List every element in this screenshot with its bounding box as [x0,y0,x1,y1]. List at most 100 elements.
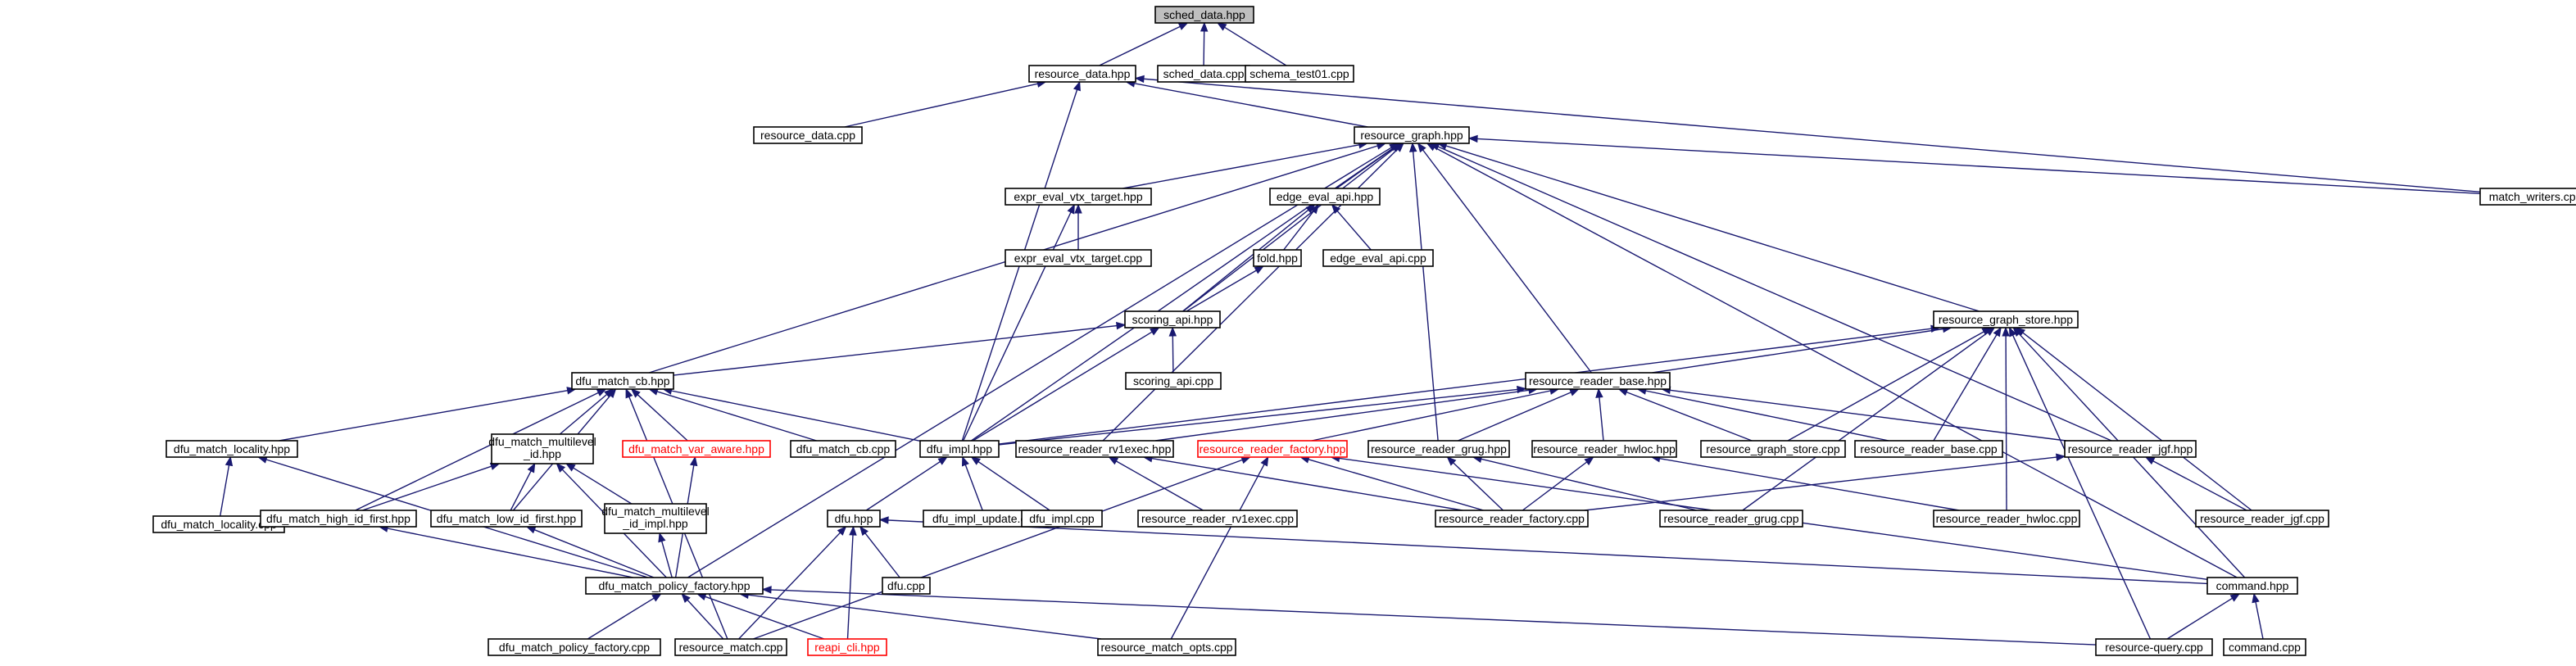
node-label: resource_data.cpp [760,129,855,142]
node-box [491,433,594,464]
arrowhead [556,463,566,473]
file-node-edge-eval-api-cpp[interactable]: edge_eval_api.cpp [1322,249,1434,267]
dependency-edge [1170,455,1269,640]
node-box [882,577,931,595]
file-node-fold-hpp[interactable]: fold.hpp [1253,249,1302,267]
file-node-dfu-match-multilevel-id-hpp[interactable]: dfu_match_multilevel_id.hpp [488,433,596,464]
arrowhead [837,526,847,536]
node-box [1700,440,1846,458]
file-node-resource-reader-base-cpp[interactable]: resource_reader_base.cpp [1854,440,2003,458]
file-node-dfu-impl-update-cpp[interactable]: dfu_impl_update.cpp [923,510,1049,528]
dependency-edge [510,462,536,511]
arrowhead [2002,326,2010,337]
file-node-resource-reader-grug-cpp[interactable]: resource_reader_grug.cpp [1659,510,1803,528]
node-label: resource_reader_rv1exec.cpp [1141,512,1294,525]
file-node-dfu-hpp[interactable]: dfu.hpp [827,510,881,528]
arrowhead [1389,143,1399,152]
arrowhead [1134,75,1145,84]
file-node-resource-reader-hwloc-hpp[interactable]: resource_reader_hwloc.hpp [1531,440,1677,458]
file-node-dfu-match-cb-cpp[interactable]: dfu_match_cb.cpp [790,440,896,458]
node-label: resource_graph_store.cpp [1706,442,1840,455]
file-node-dfu-match-var-aware-hpp[interactable]: dfu_match_var_aware.hpp [622,440,771,458]
file-node-dfu-match-multilevel-id-impl-hpp[interactable]: dfu_match_multilevel_id_impl.hpp [601,503,710,534]
file-node-expr-eval-vtx-target-hpp[interactable]: expr_eval_vtx_target.hpp [1005,188,1152,206]
file-node-dfu-match-policy-factory-hpp[interactable]: dfu_match_policy_factory.hpp [585,577,764,595]
file-node-edge-eval-api-hpp[interactable]: edge_eval_api.hpp [1269,188,1381,206]
dependency-edge [1074,203,1082,250]
file-node-resource-reader-base-hpp[interactable]: resource_reader_base.hpp [1525,372,1671,390]
dependency-edge [2166,593,2241,640]
node-box [2064,440,2197,458]
dependency-edge [1186,265,1265,312]
file-node-dfu-impl-hpp[interactable]: dfu_impl.hpp [919,440,1000,458]
node-box [790,440,896,458]
file-node-dfu-cpp[interactable]: dfu.cpp [882,577,931,595]
file-node-resource-data-hpp[interactable]: resource_data.hpp [1028,65,1136,83]
file-node-resource-graph-hpp[interactable]: resource_graph.hpp [1354,126,1470,144]
arrowhead [2056,453,2066,461]
dependency-edge [559,388,615,435]
file-node-resource-match-cpp[interactable]: resource_match.cpp [674,638,787,656]
node-label: dfu_match_policy_factory.cpp [499,641,650,654]
file-node-dfu-impl-cpp[interactable]: dfu_impl.cpp [1021,510,1103,528]
file-node-dfu-match-low-id-first-hpp[interactable]: dfu_match_low_id_first.hpp [430,510,583,528]
node-label: edge_eval_api.hpp [1277,190,1374,203]
file-node-resource-query-cpp[interactable]: resource-query.cpp [2095,638,2213,656]
node-label: resource_reader_base.cpp [1860,442,1998,455]
node-label: dfu_impl.cpp [1029,512,1095,525]
arrowhead [1426,143,1437,152]
node-label: dfu_match_locality.hpp [174,442,290,455]
arrowhead [625,387,633,399]
file-node-resource-graph-store-hpp[interactable]: resource_graph_store.hpp [1933,310,2079,328]
file-node-sched-data-hpp[interactable]: sched_data.hpp [1154,6,1254,24]
node-box [1028,65,1136,83]
dependency-edge [1099,22,1189,66]
dependency-edge [1283,203,1320,251]
node-label: match_writers.cpp [2489,190,2576,203]
node-label: dfu_match_cb.cpp [796,442,891,455]
dependency-edge [846,525,857,640]
dependency-edge [1200,21,1209,66]
dependency-edge [1417,142,1592,374]
arrowhead [1067,203,1075,215]
file-node-resource-reader-rv1exec-hpp[interactable]: resource_reader_rv1exec.hpp [1015,440,1174,458]
dependency-edge [859,525,900,578]
node-label: resource_reader_base.hpp [1529,374,1667,387]
file-node-dfu-match-locality-hpp[interactable]: dfu_match_locality.hpp [166,440,298,458]
file-node-scoring-api-hpp[interactable]: scoring_api.hpp [1124,310,1221,328]
dependency-edge [753,456,1251,640]
file-node-resource-reader-factory-hpp[interactable]: resource_reader_factory.hpp [1197,440,1348,458]
node-box [807,638,887,656]
file-node-sched-data-cpp[interactable]: sched_data.cpp [1157,65,1250,83]
arrowhead [565,463,576,472]
dependency-edge [1216,22,1287,66]
dependency-edge [1522,456,1594,511]
file-node-reapi-cli-hpp[interactable]: reapi_cli.hpp [807,638,887,656]
file-node-dfu-match-cb-hpp[interactable]: dfu_match_cb.hpp [571,372,674,390]
file-node-command-cpp[interactable]: command.cpp [2223,638,2306,656]
file-node-resource-reader-hwloc-cpp[interactable]: resource_reader_hwloc.cpp [1933,510,2080,528]
file-node-command-hpp[interactable]: command.hpp [2206,577,2298,595]
node-label: command.hpp [2216,579,2289,592]
node-box [1933,310,2079,328]
arrowhead [1993,326,2002,338]
file-node-resource-data-cpp[interactable]: resource_data.cpp [753,126,863,144]
file-node-resource-reader-factory-cpp[interactable]: resource_reader_factory.cpp [1435,510,1589,528]
file-node-dfu-match-policy-factory-cpp[interactable]: dfu_match_policy_factory.cpp [488,638,661,656]
file-node-scoring-api-cpp[interactable]: scoring_api.cpp [1125,372,1222,390]
file-node-dfu-match-locality-cpp[interactable]: dfu_match_locality.cpp [152,515,285,533]
dependency-edge [2008,326,2152,640]
file-node-resource-graph-store-cpp[interactable]: resource_graph_store.cpp [1700,440,1846,458]
file-node-resource-reader-grug-hpp[interactable]: resource_reader_grug.hpp [1367,440,1510,458]
file-node-resource-reader-jgf-cpp[interactable]: resource_reader_jgf.cpp [2195,510,2329,528]
file-node-schema-test01-cpp[interactable]: schema_test01.cpp [1245,65,1354,83]
file-node-resource-match-opts-cpp[interactable]: resource_match_opts.cpp [1097,638,1236,656]
file-node-resource-reader-rv1exec-cpp[interactable]: resource_reader_rv1exec.cpp [1137,510,1298,528]
node-label: scoring_api.cpp [1133,374,1213,387]
file-node-resource-reader-jgf-hpp[interactable]: resource_reader_jgf.hpp [2064,440,2197,458]
node-box [604,503,707,534]
file-node-expr-eval-vtx-target-cpp[interactable]: expr_eval_vtx_target.cpp [1005,249,1152,267]
dependency-edge [220,455,234,517]
file-node-match-writers-cpp[interactable]: match_writers.cpp [2479,188,2576,206]
file-node-dfu-match-high-id-first-hpp[interactable]: dfu_match_high_id_first.hpp [260,510,417,528]
